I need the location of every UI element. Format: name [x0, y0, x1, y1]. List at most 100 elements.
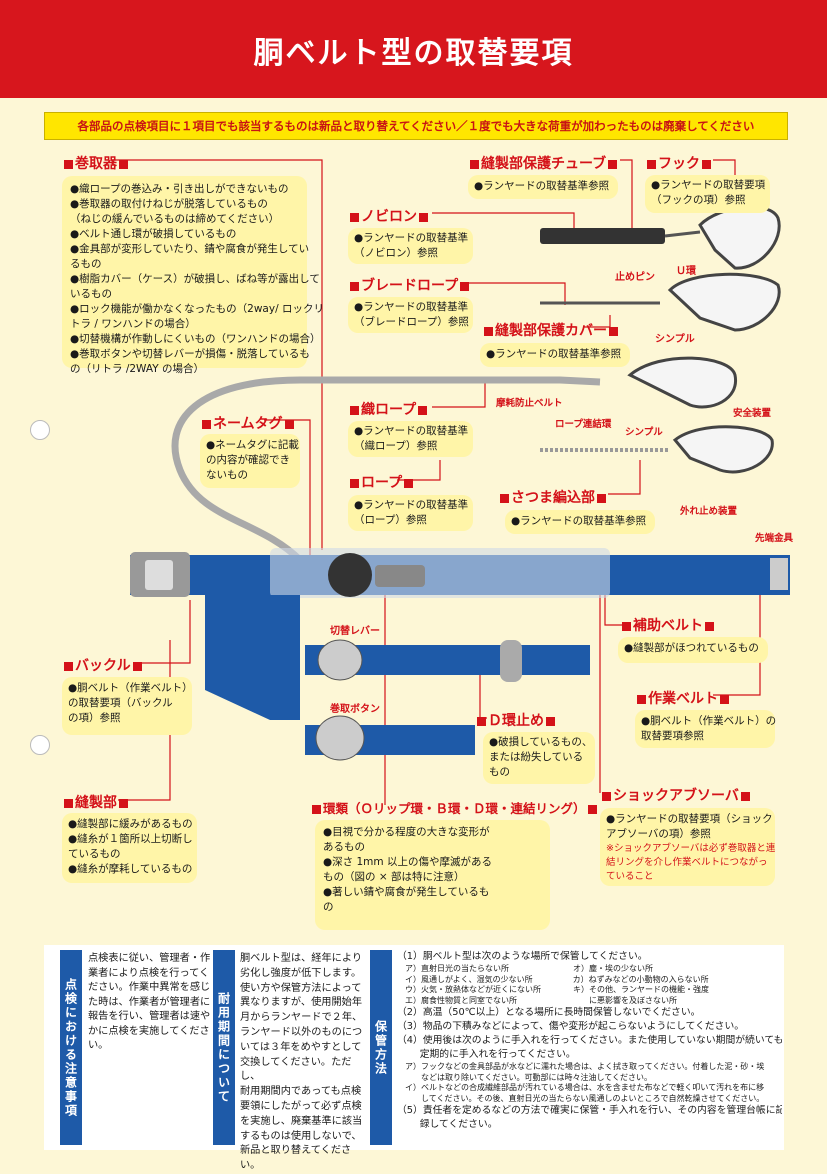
- note: ていること: [606, 871, 654, 882]
- item: ●ネームタグに記載: [206, 439, 299, 451]
- item: ●胴ベルト（作業ベルト）の: [641, 715, 777, 727]
- harness-illustration: [113, 159, 790, 914]
- item: の: [323, 901, 334, 913]
- item: ●ランヤードの取替基準参照: [474, 180, 610, 192]
- item: （ねじの緩んでいるものは締めてください）: [70, 213, 280, 225]
- label-rope-renketsu: ロープ連結環: [555, 419, 612, 430]
- section-title-cover: 縫製部保護カバー: [482, 320, 620, 340]
- label-u-kan: Ｕ環: [676, 266, 696, 277]
- item: もの（図の × 部は特に注意）: [323, 871, 465, 883]
- item: ●織ロープの巻込み・引き出しができないもの: [70, 183, 289, 195]
- section-title-makitori: 巻取器: [62, 153, 130, 173]
- item: ●ランヤードの取替基準参照: [511, 515, 647, 527]
- section-box-housei: ●縫製部に緩みがあるもの ●縫糸が１箇所以上切断し ているもの ●縫糸が摩耗して…: [62, 813, 197, 883]
- section-title-hook: フック: [645, 153, 713, 173]
- inspection-header: 点検における注意事項: [60, 950, 82, 1145]
- lifetime-header: 耐用期間について: [213, 950, 235, 1145]
- label-hazure: 外れ止め装置: [680, 506, 738, 517]
- section-title-housei: 縫製部: [62, 792, 130, 812]
- section-box-kanrui: ●目視で分かる程度の大きな変形が あるもの ●深さ 1mm 以上の傷や摩滅がある…: [315, 820, 550, 930]
- inspection-text: 点検表に従い、管理者・作 業者により点検を行ってく ださい。作業中異常を感じ た…: [88, 953, 211, 1051]
- item: ているもの: [68, 848, 121, 860]
- item: ●金具部が変形していたり、錆や腐食が発生してい: [70, 243, 310, 255]
- section-title-shock: ショックアブソーバ: [600, 785, 752, 805]
- section-box-dkan: ●破損しているもの、 または紛失している もの: [483, 732, 595, 784]
- item: ●深さ 1mm 以上の傷や摩滅がある: [323, 856, 492, 868]
- section-box-nobiron: ●ランヤードの取替基準 （ノビロン）参照: [348, 228, 473, 264]
- item: （ロープ）参照: [354, 514, 427, 526]
- binder-hole-bottom: [30, 735, 50, 755]
- item: ●縫製部に緩みがあるもの: [68, 818, 193, 830]
- section-title-satsuma: さつま編込部: [498, 487, 608, 507]
- label-sentan: 先端金具: [755, 533, 794, 544]
- item: ●樹脂カバー（ケース）が破損し、ばね等が露出して: [70, 273, 320, 285]
- section-title-sagyo: 作業ベルト: [635, 688, 731, 708]
- section-box-hojo: ●縫製部がほつれているもの: [618, 637, 768, 663]
- label-tomepin: 止めピン: [615, 272, 655, 283]
- note: 結リングを介し作業ベルトにつながっ: [606, 857, 768, 868]
- note: ※ショックアブソーバは必ず巻取器と連: [606, 843, 776, 854]
- item: ●ベルト通し環が破損しているもの: [70, 228, 237, 240]
- bottom-info-panel: [44, 945, 784, 1150]
- section-box-shock: ●ランヤードの取替要項（ショック アブソーバの項）参照 ※ショックアブソーバは必…: [600, 808, 775, 886]
- label-maseki: 摩耗防止ベルト: [496, 398, 563, 409]
- section-box-cover: ●ランヤードの取替基準参照: [480, 343, 630, 367]
- section-title-hojo: 補助ベルト: [620, 615, 716, 635]
- section-box-tube: ●ランヤードの取替基準参照: [468, 175, 618, 199]
- section-title-nobiron: ノビロン: [348, 206, 430, 226]
- item: ●巻取器の取付けねじが脱落しているもの: [70, 198, 268, 210]
- item: ●ランヤードの取替基準: [354, 232, 469, 244]
- section-box-buckle: ●胴ベルト（作業ベルト） の取替要項（バックル の項）参照: [62, 677, 193, 735]
- item: （織ロープ）参照: [354, 440, 438, 452]
- section-box-rope: ●ランヤードの取替基準 （ロープ）参照: [348, 495, 473, 531]
- item: ないもの: [206, 469, 248, 481]
- item: または紛失している: [489, 751, 584, 763]
- item: （ブレードロープ）参照: [354, 316, 469, 328]
- label-kirikae: 切替レバー: [330, 626, 380, 637]
- item: アブソーバの項）参照: [606, 828, 711, 840]
- item: ●胴ベルト（作業ベルト）: [68, 682, 193, 694]
- section-box-orirope: ●ランヤードの取替基準 （織ロープ）参照: [348, 421, 473, 457]
- item: ●切替機構が作動しにくいもの（ワンハンドの場合）: [70, 333, 321, 345]
- notice-banner: 各部品の点検項目に１項目でも該当するものは新品と取り替えてください／１度でも大き…: [44, 112, 788, 140]
- item: ●目視で分かる程度の大きな変形が: [323, 826, 490, 838]
- label-anzen: 安全装置: [733, 408, 772, 419]
- item: あるもの: [323, 841, 365, 853]
- item: ●ロック機能が働かなくなったもの（2way/ ロックリ: [70, 303, 324, 315]
- item: ●巻取ボタンや切替レバーが損傷・脱落しているも: [70, 348, 310, 360]
- label-simple-1: シンプル: [655, 334, 695, 345]
- item: ●ランヤードの取替基準参照: [486, 348, 622, 360]
- page-title: 胴ベルト型の取替要項: [253, 36, 574, 71]
- section-title-orirope: 織ロープ: [348, 399, 429, 419]
- item: いるもの: [70, 288, 112, 300]
- label-makitori-button: 巻取ボタン: [330, 704, 380, 715]
- item: ●破損しているもの、: [489, 736, 593, 748]
- item: ●著しい錆や腐食が発生しているも: [323, 886, 490, 898]
- item: もの: [489, 766, 510, 778]
- section-box-satsuma: ●ランヤードの取替基準参照: [505, 510, 655, 534]
- item: 取替要項参照: [641, 730, 704, 742]
- item: るもの: [70, 258, 102, 270]
- item: ●ランヤードの取替基準: [354, 301, 469, 313]
- binder-hole-top: [30, 420, 50, 440]
- item: ●ランヤードの取替要項（ショック: [606, 813, 773, 825]
- item: （ノビロン）参照: [354, 247, 438, 259]
- label-simple-2: シンプル: [625, 427, 663, 438]
- item: トラ / ワンハンドの場合）: [70, 318, 196, 330]
- section-title-dkan: Ｄ環止め: [475, 710, 557, 730]
- section-box-hook: ●ランヤードの取替要項 （フックの項）参照: [645, 175, 770, 213]
- item: （フックの項）参照: [651, 194, 746, 206]
- item: ●ランヤードの取替基準: [354, 425, 469, 437]
- item: ●ランヤードの取替基準: [354, 499, 469, 511]
- section-title-kanrui: 環類（Ｏリップ環・Ｂ環・Ｄ環・連結リング）: [310, 798, 599, 817]
- item: の内容が確認でき: [206, 454, 290, 466]
- item: ●ランヤードの取替要項: [651, 179, 766, 191]
- item: ●縫糸が１箇所以上切断し: [68, 833, 193, 845]
- item: ●縫糸が摩耗しているもの: [68, 863, 193, 875]
- storage-header: 保管方法: [370, 950, 392, 1145]
- header-bar: 胴ベルト型の取替要項: [0, 0, 827, 98]
- item: の（リトラ /2WAY の場合）: [70, 363, 204, 375]
- item: の項）参照: [68, 712, 121, 724]
- item: の取替要項（バックル: [68, 697, 173, 709]
- item: ●縫製部がほつれているもの: [624, 642, 759, 654]
